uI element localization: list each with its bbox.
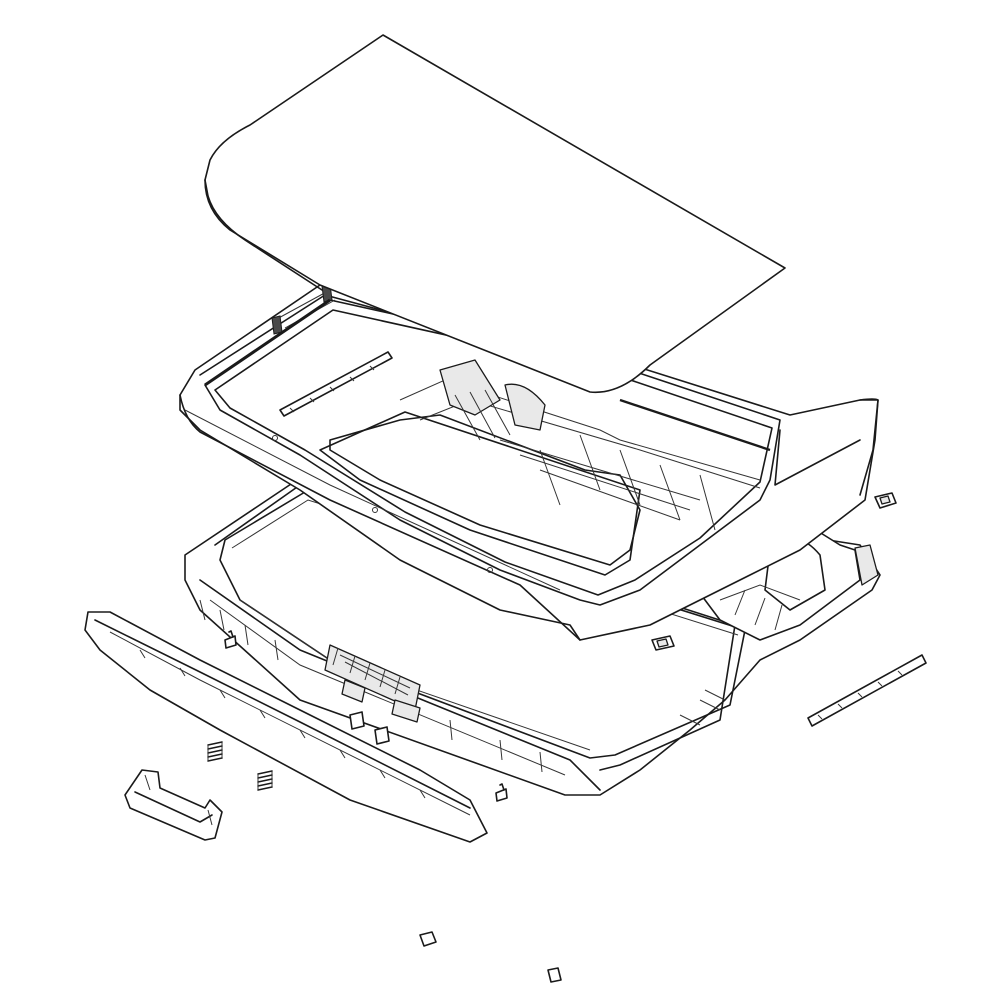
clip-2	[374, 726, 390, 745]
spring-left	[207, 741, 223, 762]
side-trim-strip	[807, 654, 927, 727]
screw-right	[495, 783, 508, 802]
screw-left	[224, 630, 237, 649]
lid-panel	[204, 34, 786, 394]
clip-4	[547, 967, 562, 983]
front-trim-bar	[84, 611, 488, 843]
bumper-mid	[651, 635, 675, 651]
spring-right	[257, 770, 273, 791]
lid-trim-strip	[279, 351, 393, 417]
clip-1	[349, 711, 365, 730]
hinge-bracket	[124, 769, 223, 841]
clip-3	[419, 931, 437, 947]
bumper-right	[874, 492, 897, 509]
